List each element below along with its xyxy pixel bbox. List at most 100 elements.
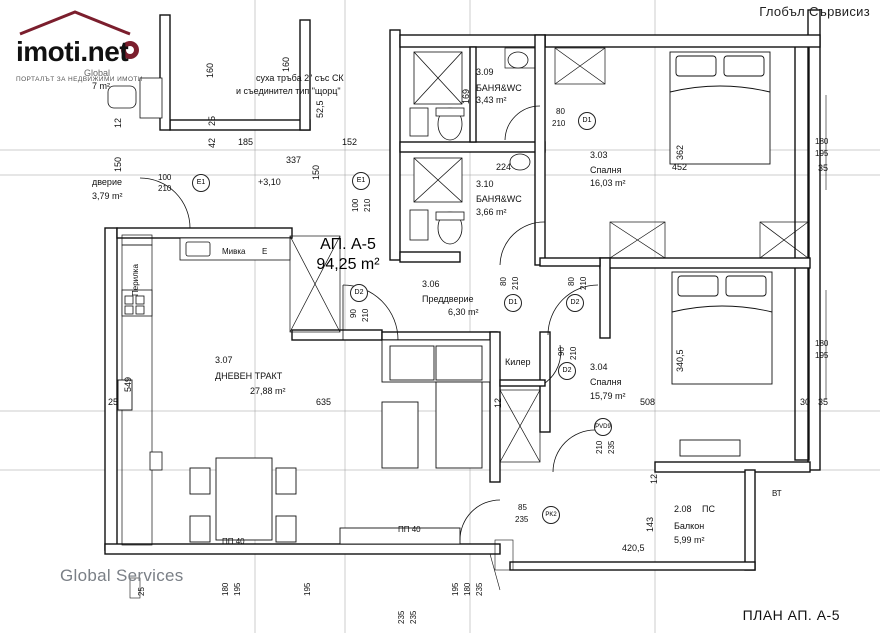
dim-210a: 210	[158, 184, 172, 193]
dim-235c: 235	[397, 610, 406, 624]
dim-185: 185	[238, 137, 254, 147]
dim-150a: 150	[113, 156, 123, 172]
dim-180c: 180	[221, 582, 230, 596]
plan-title: ПЛАН АП. А-5	[742, 607, 840, 623]
door-code-e1b: E1	[352, 172, 370, 190]
dim-90b: 90	[557, 347, 566, 356]
bath2-number: 3.10	[476, 179, 494, 189]
dim-210c: 210	[552, 119, 566, 128]
logo-mark	[19, 10, 131, 36]
dim-210d: 210	[361, 308, 370, 322]
dim-12b: 12	[493, 397, 503, 408]
balcony-name: Балкон	[674, 521, 705, 531]
storage-name: Килер	[505, 357, 531, 367]
logo-brand: imoti.net	[16, 36, 129, 67]
dim-160a: 160	[205, 62, 215, 78]
dim-169: 169	[461, 88, 471, 104]
dim-195b: 195	[815, 351, 829, 360]
dim-362: 362	[675, 144, 685, 160]
watermark-text: Global Services	[60, 566, 184, 585]
dim-160b: 160	[281, 56, 291, 72]
dim-30: 30	[800, 397, 811, 407]
living-number: 3.07	[215, 355, 233, 365]
dim-180b: 180	[815, 339, 829, 348]
dim-235e: 235	[475, 582, 484, 596]
note-ps: ПС	[702, 504, 715, 514]
living-area: 27,88 m²	[250, 386, 286, 396]
dim-224: 224	[496, 162, 512, 172]
hall-area: 6,30 m²	[448, 307, 479, 317]
living-name: ДНЕВЕН ТРАКТ	[215, 371, 283, 381]
balcony-number: 2.08	[674, 504, 692, 514]
apartment-area: 94,25 m²	[316, 256, 380, 273]
door-code-pk: PK2	[542, 506, 560, 524]
dim-235a: 235	[607, 440, 616, 454]
bath1-number: 3.09	[476, 67, 494, 77]
bath2-name: БАНЯ&WC	[476, 194, 522, 204]
dim-337: 337	[286, 155, 302, 165]
dim-35b: 35	[818, 397, 829, 407]
dim-40a: ПП 40	[398, 525, 421, 534]
note-vt: ВТ	[772, 489, 782, 498]
dim-210f: 210	[579, 276, 588, 290]
door-code-e1a: E1	[192, 174, 210, 192]
balcony-area: 5,99 m²	[674, 535, 705, 545]
entry-area: 3,79 m²	[92, 191, 123, 201]
dim-210e: 210	[511, 276, 520, 290]
dim-12a: 12	[113, 117, 123, 128]
door-code-d1a: D1	[578, 112, 596, 130]
door-code-d1b: D1	[504, 294, 522, 312]
dim-12c: 12	[649, 473, 659, 484]
dim-80a: 80	[556, 107, 565, 116]
door-swings	[139, 105, 599, 541]
dim-180a: 180	[815, 137, 829, 146]
dim-525: 52,5	[315, 100, 325, 118]
company-name: Глобъл Сървисиз	[759, 4, 870, 19]
logo-mark-text: Global	[84, 68, 111, 78]
dim-508: 508	[640, 397, 656, 407]
apartment-code: АП. А-5	[320, 236, 376, 253]
dim-85: 85	[518, 503, 527, 512]
dim-100a: 100	[158, 173, 172, 182]
note-kitchen-sink: Мивка	[222, 247, 246, 256]
bath2-area: 3,66 m²	[476, 207, 507, 217]
dim-80b: 80	[499, 277, 508, 286]
dim-195d: 195	[303, 582, 312, 596]
dim-210b: 210	[363, 198, 372, 212]
bed2-number: 3.04	[590, 362, 608, 372]
dim-143: 143	[645, 516, 655, 532]
logo-tagline: ПОРТАЛЪТ ЗА НЕДВИЖИМИ ИМОТИ	[16, 76, 143, 83]
dim-210g: 210	[569, 346, 578, 360]
dim-150b: 150	[311, 164, 321, 180]
bed1-number: 3.03	[590, 150, 608, 160]
dim-100b: 100	[351, 198, 360, 212]
dim-35a: 35	[818, 163, 829, 173]
outer-walls	[104, 9, 821, 571]
logo: imoti.net Global ПОРТАЛЪТ ЗА НЕДВИЖИМИ И…	[6, 6, 171, 84]
apartment-badge: АП. А-5 94,25 m²	[292, 236, 404, 280]
dim-452: 452	[672, 162, 688, 172]
dim-25c: 25	[137, 587, 146, 596]
note-pipe-1: суха тръба 2" със СК	[256, 73, 344, 83]
dim-635: 635	[316, 397, 332, 407]
door-code-d2a: D2	[350, 284, 368, 302]
dim-3405: 340,5	[675, 349, 685, 372]
dim-25a: 25	[207, 115, 217, 126]
dim-210h: 210	[595, 440, 604, 454]
dim-195a: 195	[815, 149, 829, 158]
dim-180d: 180	[463, 582, 472, 596]
dim-235b: 235	[515, 515, 529, 524]
note-kitchen-washer: Перилка	[131, 264, 140, 296]
bath1-name: БАНЯ&WC	[476, 83, 522, 93]
dim-195c: 195	[233, 582, 242, 596]
hall-number: 3.06	[422, 279, 440, 289]
bed1-name: Спалня	[590, 165, 622, 175]
wc-cut-area: 7 m²	[92, 81, 110, 91]
note-kitchen-e: Е	[262, 247, 268, 256]
dim-40b: ПП 40	[222, 537, 245, 546]
dim-152: 152	[342, 137, 358, 147]
note-pipe-2: и съединител тип "щорц"	[236, 86, 341, 96]
bed2-area: 15,79 m²	[590, 391, 626, 401]
